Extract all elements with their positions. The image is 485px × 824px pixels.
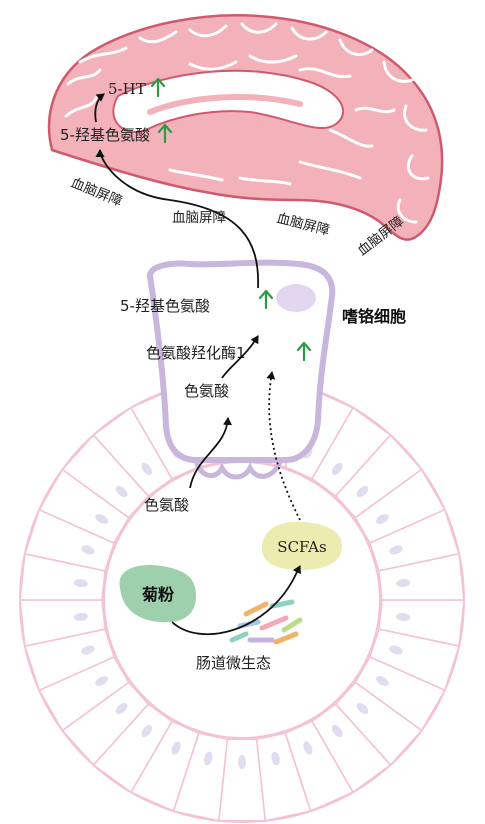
- bacterium: [243, 601, 269, 617]
- epithelial-cell-nucleus: [375, 676, 389, 686]
- arrow-inulin-to-scfas: [171, 565, 301, 636]
- ec-5htp-label: 5-羟基色氨酸: [120, 297, 210, 315]
- epithelial-cell-nucleus: [115, 486, 128, 498]
- gut-tryptophan-label: 色氨酸: [144, 496, 189, 514]
- arrow-5htp-to-serotonin: [94, 93, 105, 123]
- epithelial-cell-nucleus: [271, 751, 280, 766]
- epithelial-cell-nucleus: [204, 751, 213, 766]
- epithelial-cell-nucleus: [81, 645, 95, 655]
- epithelial-cell-nucleus: [115, 702, 128, 714]
- upregulation-arrows: [150, 77, 312, 362]
- serotonin-up-arrow: [150, 77, 166, 98]
- epithelial-cell-nucleus: [303, 741, 313, 755]
- enzyme-label: 色氨酸羟化酶1: [146, 344, 246, 362]
- arrow-gut-tryptophan-to-ec: [189, 417, 233, 489]
- ec-tryptophan-label: 色氨酸: [184, 382, 229, 400]
- epithelial-cell-nucleus: [356, 702, 369, 714]
- epithelial-cell-nucleus: [375, 514, 389, 524]
- brain-5htp-up-arrow: [157, 123, 173, 144]
- epithelial-cell-nucleus: [396, 612, 411, 621]
- bacterium: [273, 631, 299, 645]
- epithelial-cell: [20, 599, 106, 648]
- bbb-label-2: 血脑屏障: [172, 210, 226, 226]
- bbb-label-3: 血脑屏障: [275, 210, 331, 239]
- inulin-label: 菊粉: [142, 585, 174, 604]
- bacterium: [259, 615, 289, 631]
- arrow-ec-5htp-to-brain: [95, 149, 259, 289]
- epithelial-cell-nucleus: [396, 579, 411, 588]
- bbb-label-1: 血脑屏障: [69, 175, 125, 210]
- scfas-label: SCFAs: [277, 538, 326, 556]
- corpus-callosum: [112, 69, 345, 133]
- enzyme-up-arrow: [296, 341, 312, 362]
- scfas-blob: [262, 521, 342, 570]
- brain-folds: [64, 22, 430, 224]
- bacterium: [281, 617, 303, 633]
- epithelial-cell-nucleus: [95, 514, 109, 524]
- epithelial-cell-nucleus: [331, 724, 343, 738]
- epithelial-cell-nucleus: [238, 755, 246, 769]
- epithelial-cell: [378, 552, 464, 601]
- epithelial-cell-nucleus: [73, 579, 88, 588]
- arrow-tryptophan-to-5htp: [221, 335, 259, 379]
- epithelial-cell-nucleus: [389, 645, 403, 655]
- epithelial-cell-nucleus: [331, 462, 343, 476]
- pathway-arrows: [94, 93, 301, 636]
- inulin-blob: [119, 564, 196, 623]
- epithelial-cell-nucleus: [356, 486, 369, 498]
- ec-cell-title: 嗜铬细胞: [342, 307, 406, 326]
- epithelial-cell-nucleus: [141, 462, 153, 476]
- epithelial-cell-nucleus: [141, 724, 153, 738]
- epithelial-cell-nucleus: [95, 676, 109, 686]
- epithelial-cell-nucleus: [81, 545, 95, 555]
- bacterium: [269, 599, 295, 609]
- enterochromaffin-cell: [146, 259, 336, 480]
- brain: [47, 14, 444, 241]
- arrow-scfas-to-enzyme: [266, 371, 301, 521]
- epithelial-cell-nucleus: [389, 545, 403, 555]
- brain-5htp-label: 5-羟基色氨酸: [60, 126, 150, 144]
- serotonin-label: 5-HT: [108, 80, 146, 98]
- brain-outline: [47, 14, 444, 241]
- ec-cell-nucleus: [276, 284, 316, 312]
- ec-5htp-up-arrow: [258, 289, 274, 310]
- microbiota-label: 肠道微生态: [196, 654, 271, 672]
- epithelial-cell-nucleus: [73, 612, 88, 621]
- epithelial-cell-nucleus: [171, 741, 181, 755]
- bacterium: [229, 631, 249, 643]
